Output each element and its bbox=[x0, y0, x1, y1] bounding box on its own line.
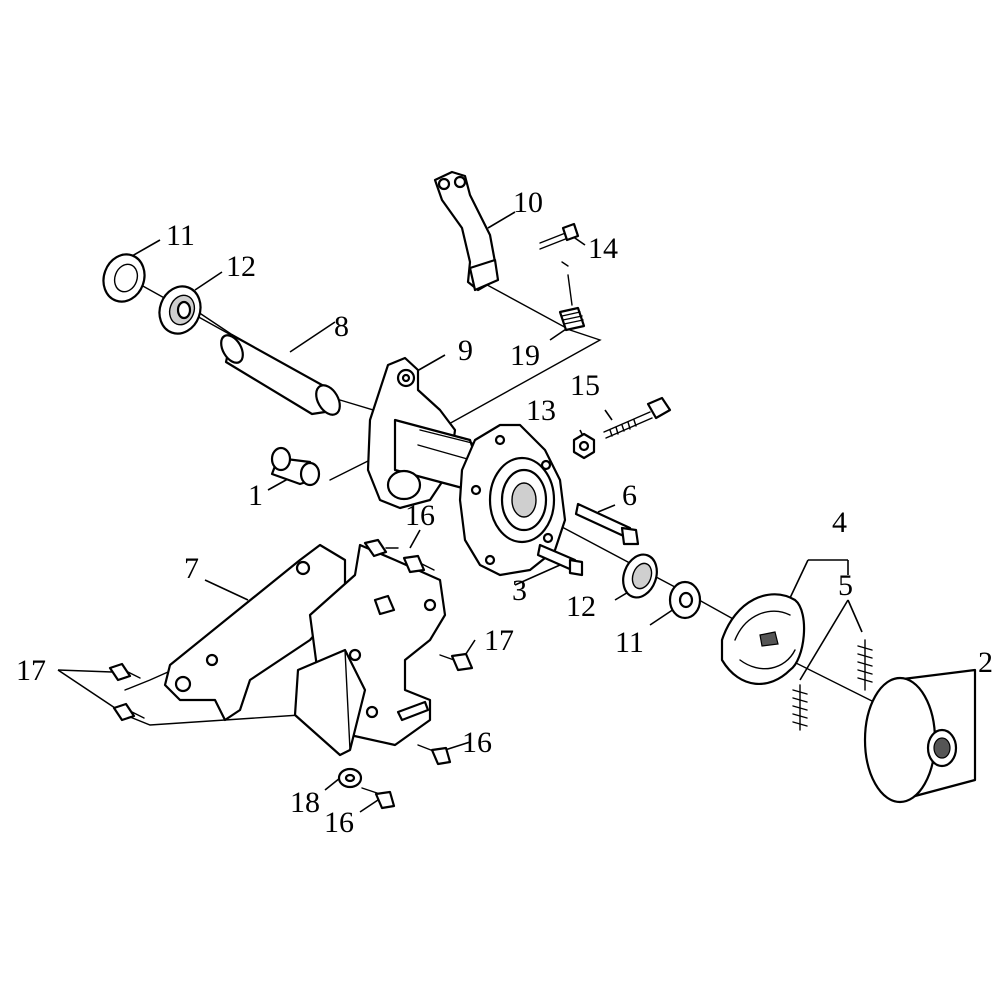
washer-part bbox=[337, 767, 363, 789]
callout-7: 7 bbox=[184, 552, 199, 585]
callout-14: 14 bbox=[588, 232, 618, 265]
fork-lever-part bbox=[433, 170, 500, 292]
callout-5: 5 bbox=[838, 569, 853, 602]
bracket-arm-part bbox=[366, 356, 482, 510]
callout-16-middle: 16 bbox=[462, 726, 492, 759]
callout-16-lower: 16 bbox=[324, 806, 354, 839]
callout-4: 4 bbox=[832, 506, 847, 539]
nut-part bbox=[572, 432, 596, 460]
callout-8: 8 bbox=[334, 310, 349, 343]
callout-1: 1 bbox=[248, 479, 263, 512]
callout-17-right: 17 bbox=[484, 624, 514, 657]
tube-part bbox=[220, 333, 341, 416]
pin-part bbox=[574, 502, 640, 546]
stud-part bbox=[536, 543, 584, 577]
callout-12-lower: 12 bbox=[566, 590, 596, 623]
callout-19: 19 bbox=[510, 339, 540, 372]
callout-labels: 1 2 3 4 5 6 7 8 9 10 11 11 12 12 13 14 1… bbox=[16, 186, 993, 839]
callout-15: 15 bbox=[570, 369, 600, 402]
callout-9: 9 bbox=[458, 334, 473, 367]
bearing-lower-part bbox=[622, 553, 658, 599]
plate-bracket-part bbox=[163, 543, 347, 722]
bolt-long-part bbox=[603, 396, 672, 439]
callout-6: 6 bbox=[622, 479, 637, 512]
bolt-small-part bbox=[539, 222, 580, 250]
spring-part bbox=[558, 261, 586, 332]
spacer-part bbox=[270, 446, 321, 487]
callout-18: 18 bbox=[290, 786, 320, 819]
bolt-17-part bbox=[108, 652, 474, 722]
drum-part bbox=[863, 668, 977, 804]
brake-shoe-part bbox=[720, 593, 806, 685]
bolt-16-part bbox=[361, 538, 452, 810]
callout-3: 3 bbox=[512, 574, 527, 607]
callout-16-upper: 16 bbox=[405, 499, 435, 532]
housing-part bbox=[458, 423, 567, 577]
callout-13: 13 bbox=[526, 394, 556, 427]
mounting-plate-part bbox=[293, 543, 447, 757]
springs-part bbox=[792, 639, 873, 731]
callout-12-upper: 12 bbox=[226, 250, 256, 283]
callout-10: 10 bbox=[513, 186, 543, 219]
callout-11-upper: 11 bbox=[166, 219, 195, 252]
callout-2: 2 bbox=[978, 646, 993, 679]
seal-upper-part bbox=[102, 253, 146, 303]
callout-17-left: 17 bbox=[16, 654, 46, 687]
seal-lower-part bbox=[668, 580, 702, 620]
callout-11-lower: 11 bbox=[615, 626, 644, 659]
bearing-upper-part bbox=[158, 285, 202, 335]
